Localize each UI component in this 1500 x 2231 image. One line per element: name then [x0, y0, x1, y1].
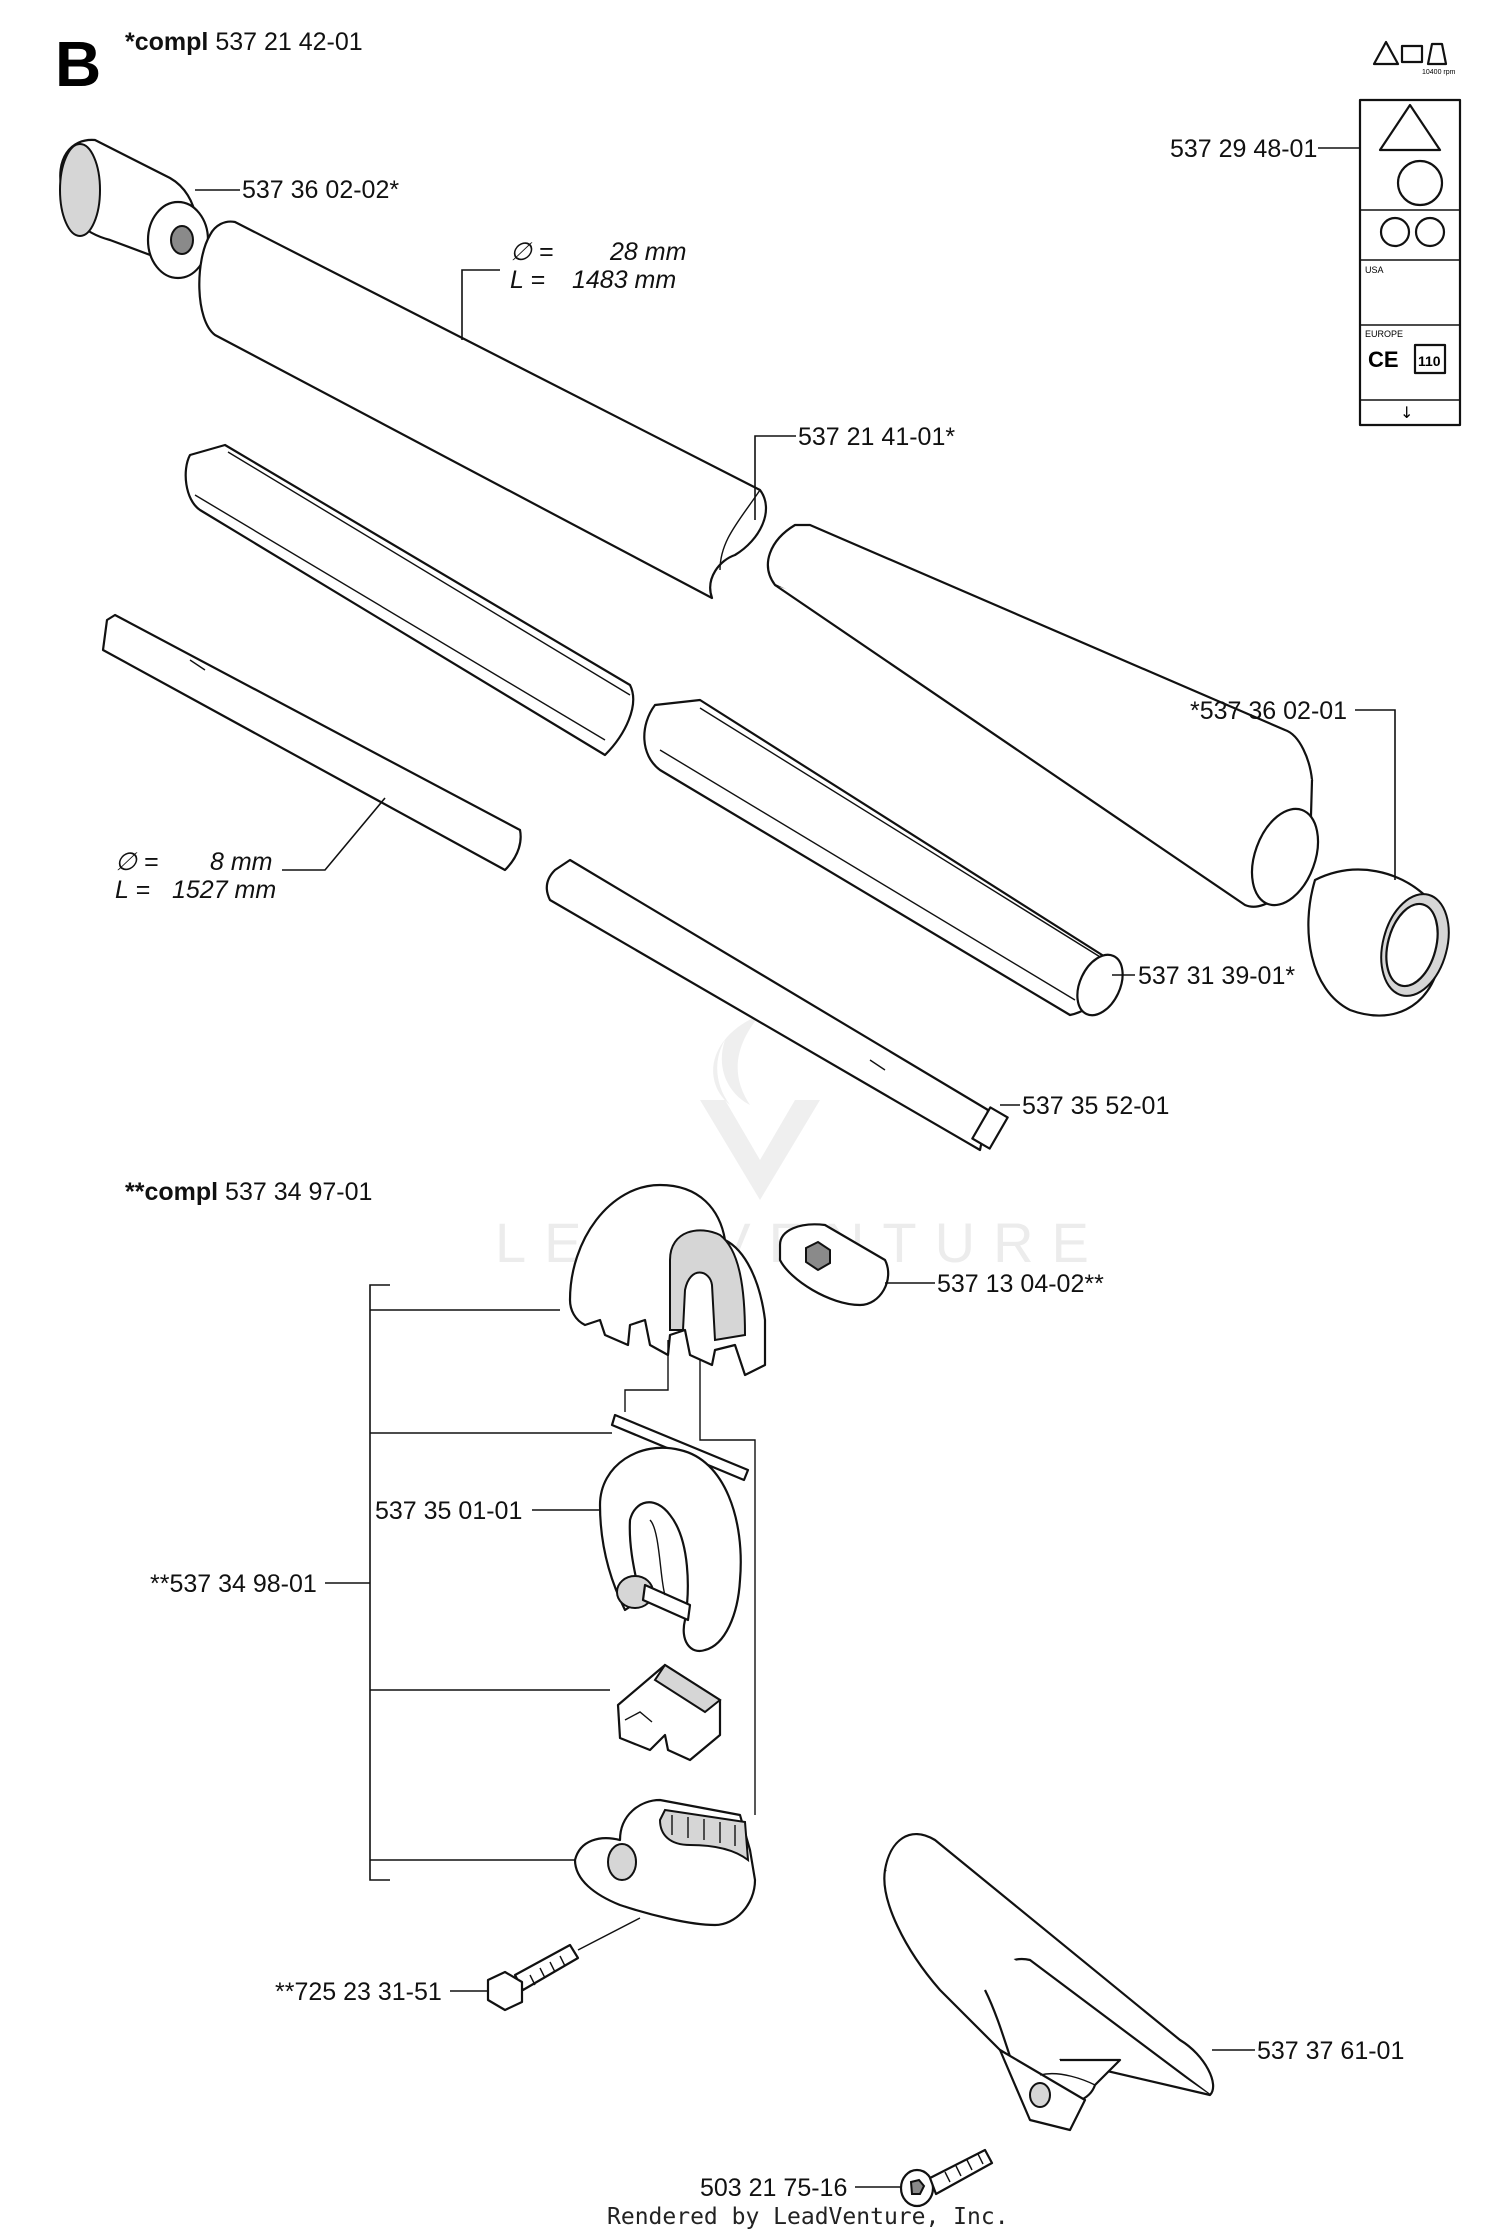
- eye-protection-icon: [1396, 159, 1444, 207]
- gloves-icon: [1379, 216, 1411, 248]
- part-label-p5: 537 31 39-01*: [1138, 962, 1295, 990]
- part-label-p8: 537 35 01-01: [375, 1497, 522, 1525]
- assembly-title: *compl 537 21 42-01: [125, 28, 363, 56]
- part-label-p3: 537 21 41-01*: [798, 423, 955, 451]
- handle-loop: [598, 1446, 742, 1653]
- part-label-p9: **537 34 98-01: [150, 1570, 317, 1598]
- clamp-lower: [573, 1798, 757, 1927]
- leader-p4: [1355, 709, 1396, 880]
- end-cap-right: [1307, 868, 1450, 1017]
- manual-icon: [1400, 44, 1424, 64]
- clamp-upper: [568, 1183, 767, 1377]
- clamp-nut: [778, 1223, 890, 1307]
- liner: [184, 443, 1124, 1017]
- support-bracket: [883, 1833, 1215, 2132]
- part-label-p4: *537 36 02-01: [1190, 697, 1347, 725]
- alignment-line-b: [699, 1360, 756, 1815]
- part-label-p12: 503 21 75-16: [700, 2174, 847, 2202]
- drive-shaft: [101, 613, 1009, 1152]
- blade-icon: [1426, 42, 1448, 66]
- part-label-p1: 537 36 02-02*: [242, 176, 399, 204]
- shaft-length-label: L =1527 mm: [115, 876, 276, 904]
- part-label-p2: 537 29 48-01: [1170, 135, 1317, 163]
- clamp-pin: [610, 1413, 750, 1482]
- tube-length-label: L =1483 mm: [510, 266, 676, 294]
- footer-credit: Rendered by LeadVenture, Inc.: [607, 2204, 1009, 2230]
- warning-icon: [1378, 103, 1442, 152]
- part-label-p7: 537 13 04-02**: [937, 1270, 1104, 1298]
- part-label-p6: 537 35 52-01: [1022, 1092, 1169, 1120]
- bracket-screw: [899, 2148, 994, 2208]
- distance-icon: [1414, 216, 1446, 248]
- warning-triangle-icon: [1372, 40, 1400, 66]
- shaft-tube: [198, 220, 1320, 908]
- shaft-dimension-leader: [282, 797, 386, 871]
- header-icons: 10400 rpm: [1372, 40, 1456, 76]
- decal-usa: USA: [1365, 265, 1384, 275]
- decal-speed: 10400 rpm: [1422, 69, 1456, 76]
- part-label-p11: 537 37 61-01: [1257, 2037, 1404, 2065]
- decal-noise: 110: [1418, 353, 1441, 369]
- group-bracket: [369, 1284, 390, 1881]
- leader-p3: [754, 435, 796, 520]
- down-arrow-icon: ↓: [1400, 403, 1413, 422]
- clamp-bolt: [486, 1917, 641, 2012]
- decal-sheet: USA EUROPE CE 110 ↓: [1358, 98, 1462, 427]
- alignment-line-a: [624, 1340, 669, 1412]
- tube-dimension-leader: [461, 269, 500, 340]
- decal-ce: CE: [1368, 347, 1399, 372]
- section-letter: B: [55, 28, 101, 100]
- end-cap-left: [59, 138, 210, 280]
- decal-europe: EUROPE: [1365, 329, 1403, 339]
- part-label-p10: **725 23 31-51: [275, 1978, 442, 2006]
- subassembly-title: **compl 537 34 97-01: [125, 1178, 372, 1206]
- shaft-diameter-label: ∅ =8 mm: [115, 848, 273, 876]
- tube-diameter-label: ∅ =28 mm: [510, 238, 686, 266]
- clamp-spacer: [616, 1663, 722, 1762]
